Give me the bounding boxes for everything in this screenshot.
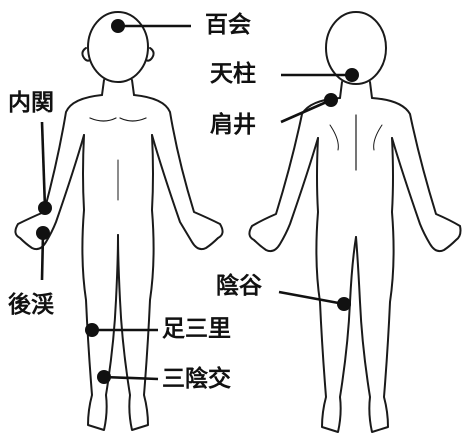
label-kokei: 後渓	[8, 294, 54, 317]
label-inkoku: 陰谷	[216, 275, 262, 298]
leader-line-kensei	[281, 100, 331, 122]
point-hyakue	[111, 19, 125, 33]
leader-line-kokei	[42, 233, 43, 280]
label-sanninko: 三陰交	[162, 368, 231, 391]
label-hyakue: 百会	[205, 14, 251, 37]
label-naikan: 内関	[8, 92, 54, 115]
point-sanninko	[97, 370, 111, 384]
point-tenchu	[345, 68, 359, 82]
label-kensei: 肩井	[210, 114, 256, 137]
point-naikan	[38, 201, 52, 215]
point-ashisanri	[85, 323, 99, 337]
label-ashisanri: 足三里	[162, 318, 231, 341]
leader-line-inkoku	[279, 292, 344, 304]
leader-line-sanninko	[104, 377, 158, 379]
label-tenchu: 天柱	[210, 63, 256, 86]
point-kensei	[324, 93, 338, 107]
leader-line-naikan	[42, 122, 45, 208]
point-kokei	[36, 226, 50, 240]
point-inkoku	[337, 297, 351, 311]
